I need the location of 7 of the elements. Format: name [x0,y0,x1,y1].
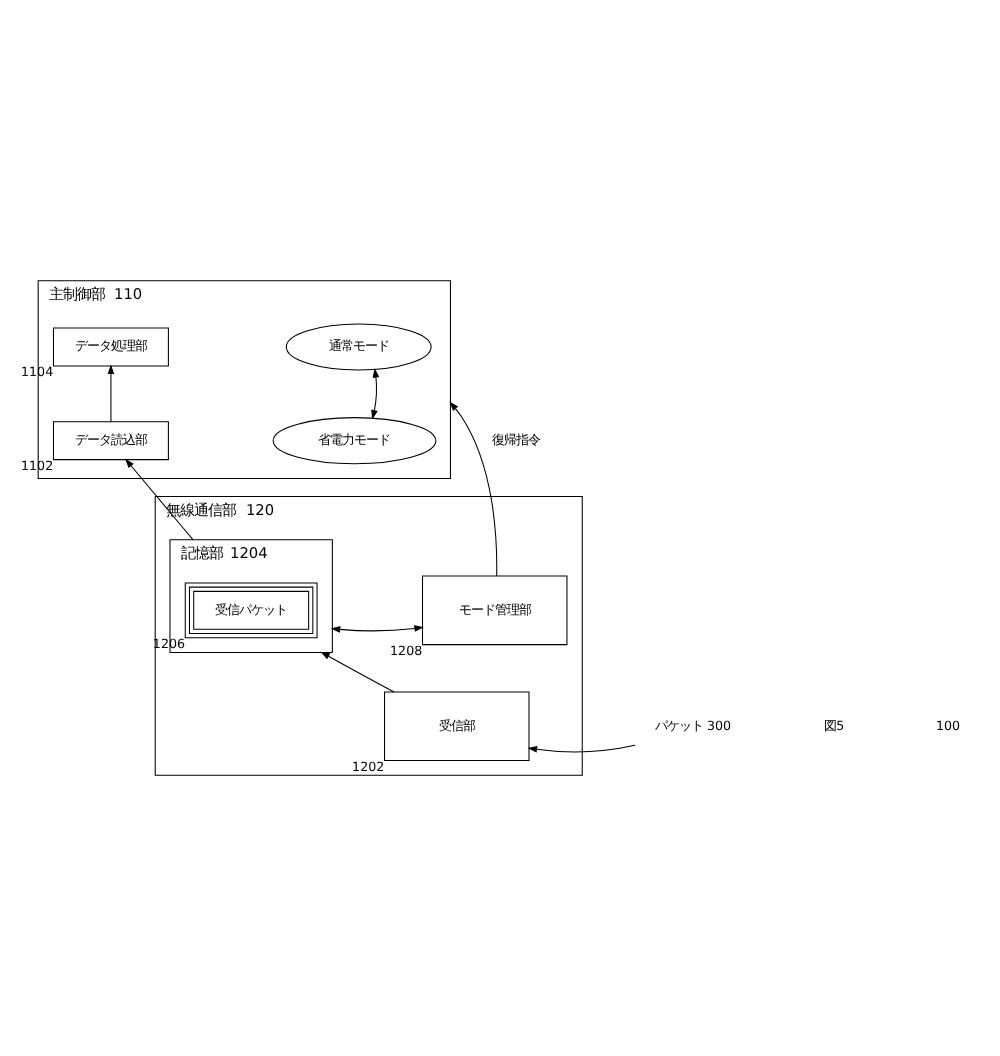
arrow [107,364,115,423]
arrow [330,625,424,633]
arrow [527,744,636,753]
arrow [320,651,395,693]
arrow [371,368,380,420]
arrow [449,401,498,577]
arrow [125,458,194,541]
